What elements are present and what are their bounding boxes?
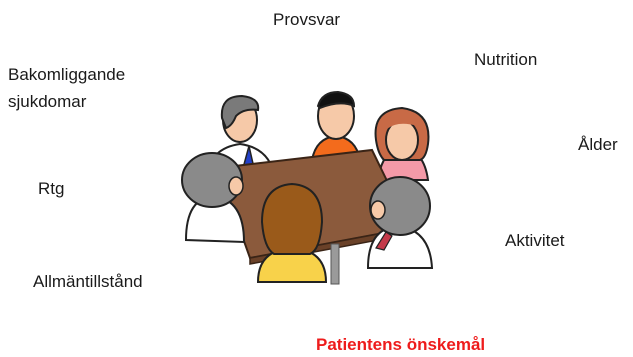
person-gray-hair-back-right [366,176,434,269]
label-aktivitet: Aktivitet [505,231,565,250]
label-rtg: Rtg [38,179,65,198]
person-brown-hair-yellow-shirt [256,182,328,283]
label-allmantillstand: Allmäntillstånd [33,272,143,291]
label-nutrition: Nutrition [474,50,538,69]
label-sjukdomar: sjukdomar [8,92,87,111]
label-provsvar: Provsvar [273,10,341,29]
label-alder: Ålder [578,135,618,154]
person-gray-hair-back-left [181,152,246,244]
label-bakomliggande: Bakomliggande [8,65,126,84]
person-black-hair-orange-shirt [310,90,362,161]
label-patientens-onskemal: Patientens önskemål [316,335,486,354]
person-red-hair-pink-shirt [374,106,430,181]
